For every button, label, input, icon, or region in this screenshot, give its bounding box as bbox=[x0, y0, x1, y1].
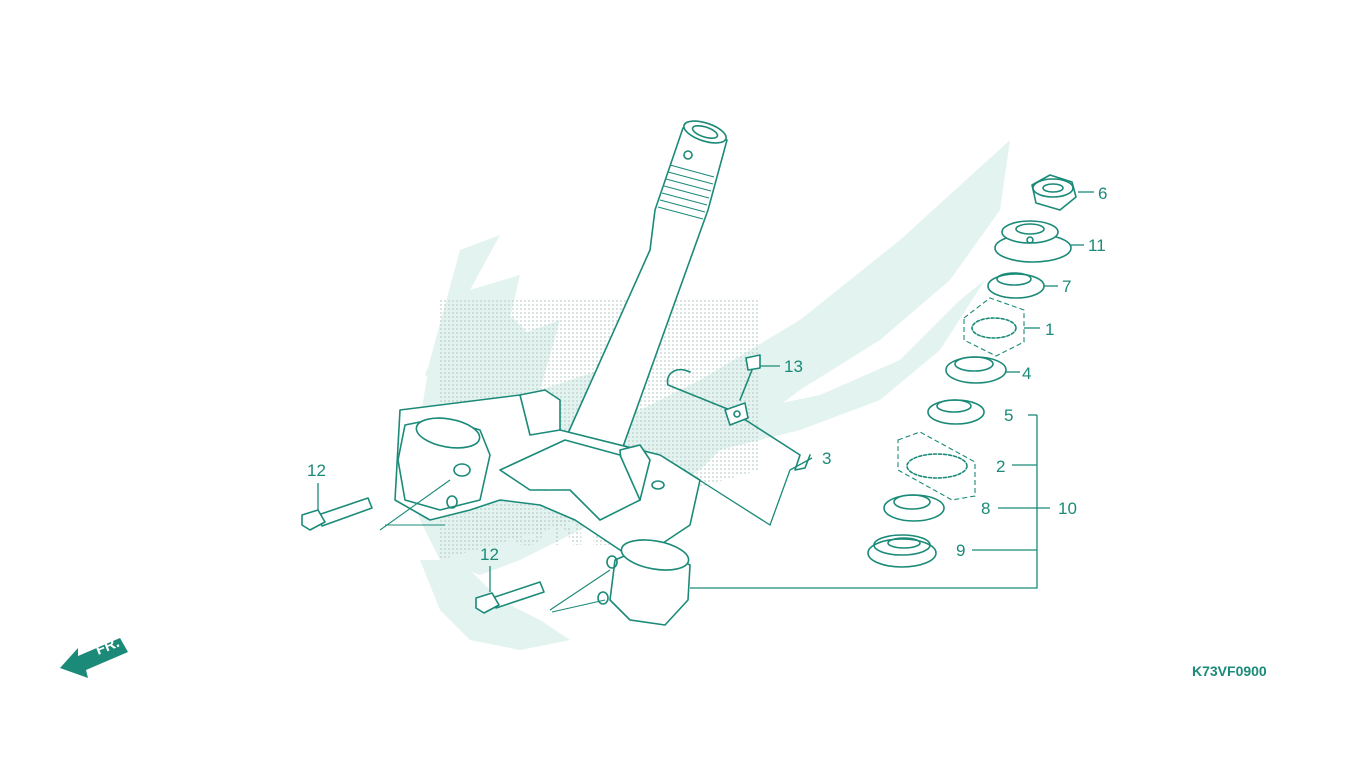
callout-4: 4 bbox=[1022, 364, 1031, 383]
callout-8: 8 bbox=[981, 499, 990, 518]
callout-12-upper: 12 bbox=[307, 461, 326, 480]
callout-12-lower: 12 bbox=[480, 545, 499, 564]
callout-7: 7 bbox=[1062, 277, 1071, 296]
callout-9: 9 bbox=[956, 541, 965, 560]
leader-lines bbox=[317, 365, 1050, 592]
dust-seal-9 bbox=[867, 534, 937, 568]
ball-race-5 bbox=[927, 399, 985, 425]
steel-balls-1 bbox=[963, 297, 1040, 357]
callout-1: 1 bbox=[1045, 320, 1054, 339]
callout-11: 11 bbox=[1088, 236, 1106, 255]
callout-labels: 6 11 7 1 4 5 2 8 10 9 3 13 12 12 bbox=[307, 184, 1107, 564]
ball-race-8 bbox=[883, 494, 945, 522]
bolt-12-lower bbox=[475, 569, 611, 614]
lock-nut-6 bbox=[1031, 174, 1094, 211]
callout-2: 2 bbox=[996, 457, 1005, 476]
top-cone-race-11 bbox=[994, 220, 1084, 263]
front-direction-arrow: FR. bbox=[60, 634, 128, 678]
steel-balls-2 bbox=[897, 431, 976, 501]
callout-10: 10 bbox=[1058, 499, 1077, 518]
callout-3: 3 bbox=[822, 449, 831, 468]
steering-stem-lower-bracket bbox=[394, 389, 701, 626]
callout-5: 5 bbox=[1004, 406, 1013, 425]
top-ball-race-7 bbox=[987, 272, 1058, 299]
cable-guide-3 bbox=[666, 368, 811, 471]
steering-stem-shaft bbox=[564, 120, 728, 456]
bolt-12-upper bbox=[301, 479, 451, 531]
bottom-cone-race-4 bbox=[945, 356, 1020, 384]
drawing-code: K73VF0900 bbox=[1192, 663, 1267, 679]
brand-watermark: HONDA bbox=[410, 140, 1010, 650]
callout-6: 6 bbox=[1098, 184, 1107, 203]
callout-13: 13 bbox=[784, 357, 803, 376]
screw-13 bbox=[739, 354, 761, 401]
